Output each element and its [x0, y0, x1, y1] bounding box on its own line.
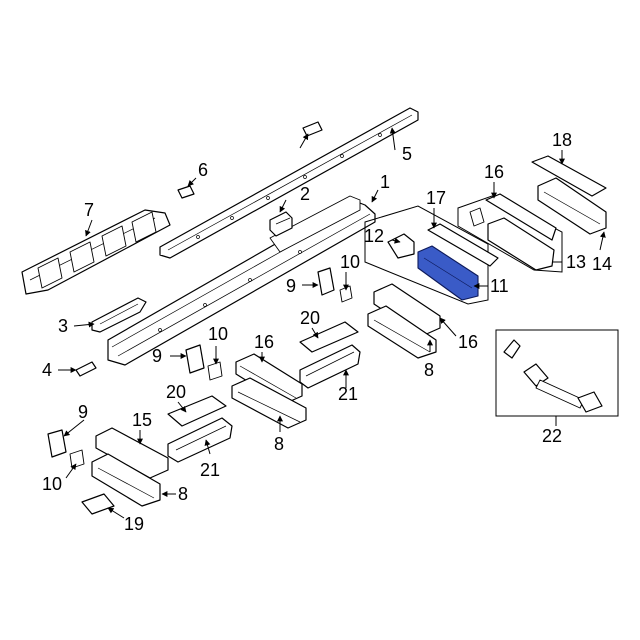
callout-12: 12: [364, 226, 384, 246]
callout-6: 6: [198, 160, 208, 180]
part-3-bracket: [91, 297, 147, 333]
part-21-crossmember-upper: [299, 344, 361, 389]
part-16-crossmember-right: [373, 283, 441, 337]
callout-10-middle: 10: [208, 324, 228, 344]
callout-16-right: 16: [458, 332, 478, 352]
callout-22: 22: [542, 426, 562, 446]
part-19-plate: [81, 493, 115, 515]
part-10-clip-middle: [207, 361, 223, 381]
callout-16-box: 16: [484, 162, 504, 182]
part-22-jack-tool: [503, 339, 603, 413]
callout-10-lower: 10: [42, 474, 62, 494]
callout-14: 14: [592, 254, 612, 274]
callout-1: 1: [380, 172, 390, 192]
part-15-crossmember: [95, 427, 169, 479]
callout-20-upper: 20: [300, 308, 320, 328]
part-9-bracket-lower: [47, 429, 67, 458]
part-11-reinforcement-highlighted: [417, 245, 479, 301]
part-8-crossmember-right: [367, 305, 437, 359]
callout-8-right: 8: [424, 360, 434, 380]
part-21-crossmember-lower: [167, 417, 233, 463]
callout-15: 15: [132, 410, 152, 430]
callout-3: 3: [58, 316, 68, 336]
callout-5: 5: [402, 144, 412, 164]
callout-numbers: 1 2 3 4 5 6 7 8 8 8 8 9 9 9 10 10 10 11 …: [42, 130, 612, 534]
part-5-upper-rail: [159, 107, 419, 259]
callout-9-middle: 9: [152, 346, 162, 366]
callout-9-upper: 9: [286, 276, 296, 296]
callout-2: 2: [300, 184, 310, 204]
part-1-main-rail: [107, 195, 376, 366]
callout-8-lower: 8: [178, 484, 188, 504]
part-12-bracket: [387, 233, 415, 259]
part-20-plate-upper: [299, 321, 359, 353]
callout-box-11-12-17: [364, 205, 489, 305]
callout-19: 19: [124, 514, 144, 534]
callout-21-upper: 21: [338, 384, 358, 404]
part-8-crossmember-lower: [91, 453, 161, 507]
callout-7: 7: [84, 200, 94, 220]
callout-17: 17: [426, 188, 446, 208]
callout-4: 4: [42, 360, 52, 380]
leader-lines: [58, 127, 606, 519]
callout-9-lower: 9: [78, 402, 88, 422]
part-6-tab: [177, 185, 195, 199]
part-9-bracket-middle: [185, 344, 205, 374]
part-9-bracket-upper: [317, 267, 335, 296]
part-10-clip-lower: [69, 449, 85, 469]
part-2-clip: [269, 211, 293, 237]
callout-18: 18: [552, 130, 572, 150]
part-6-bracket: [302, 121, 323, 137]
callout-21-lower: 21: [200, 460, 220, 480]
callout-13: 13: [566, 252, 586, 272]
callout-8-middle: 8: [274, 434, 284, 454]
part-8-crossmember-middle: [231, 377, 307, 429]
part-16-crossmember-middle: [235, 353, 303, 405]
callout-11: 11: [490, 276, 509, 296]
callout-10-upper: 10: [340, 252, 360, 272]
callout-20-lower: 20: [166, 382, 186, 402]
callout-16-middle: 16: [254, 332, 274, 352]
callout-box-22: [495, 329, 619, 417]
part-13-crossmember: [469, 207, 555, 271]
part-7-running-board: [21, 209, 171, 295]
part-4-pin: [75, 361, 97, 377]
part-18-plate: [531, 155, 607, 197]
part-14-crossmember: [537, 177, 607, 235]
part-20-plate-lower: [167, 395, 227, 427]
